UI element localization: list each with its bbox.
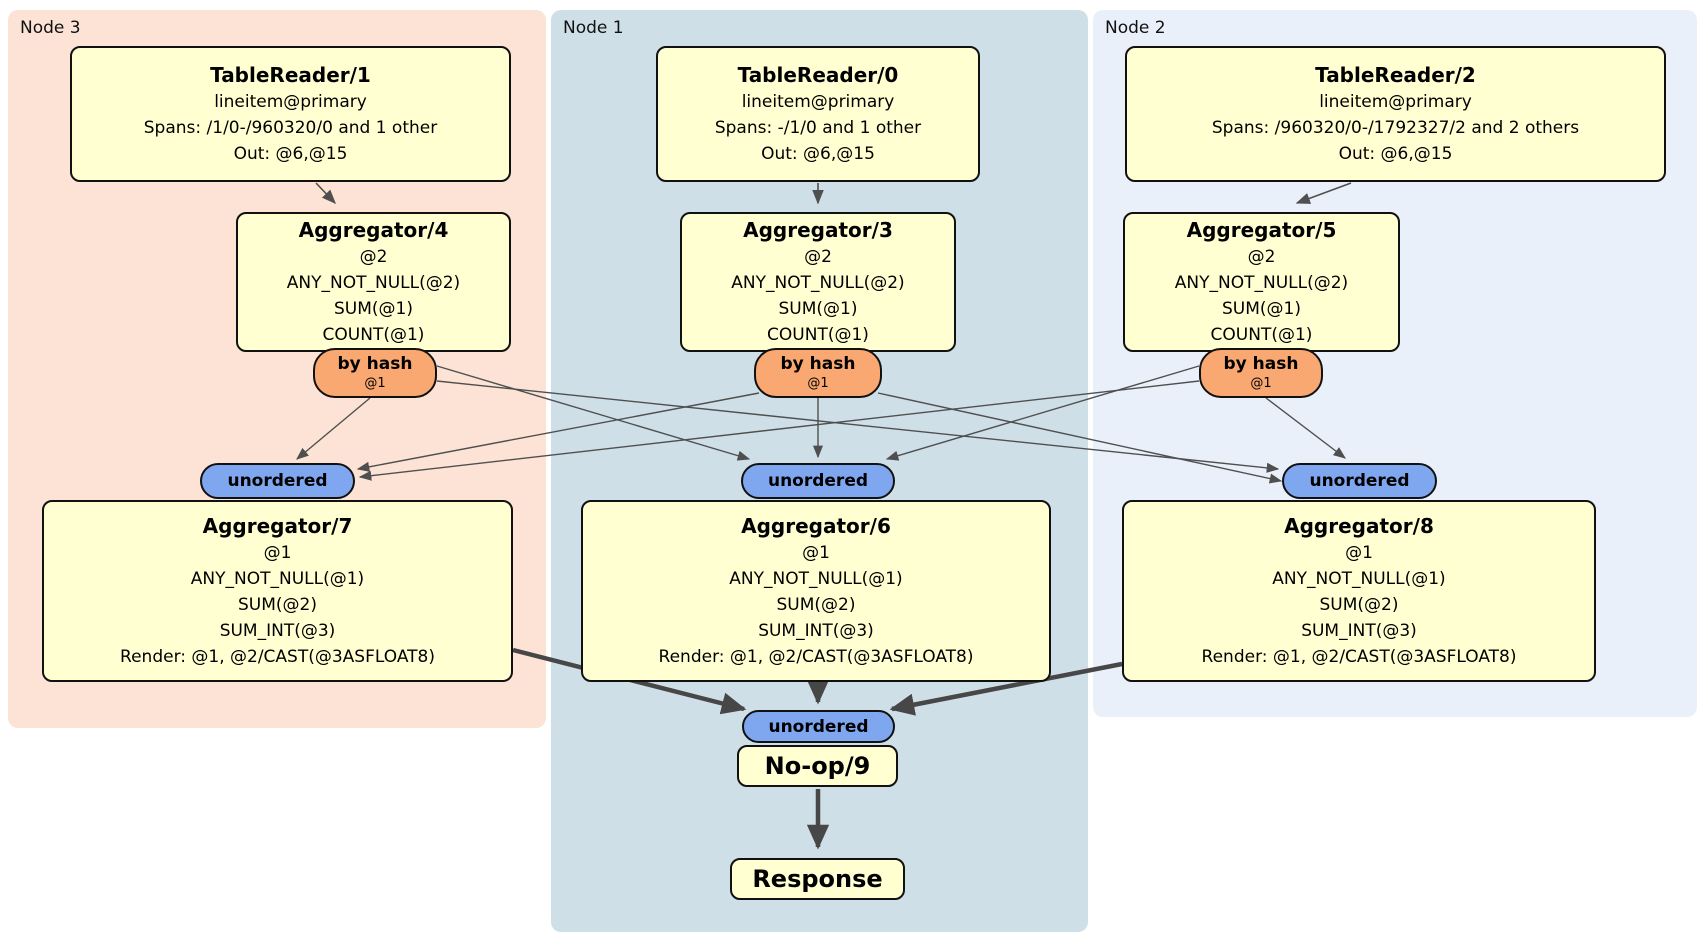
processor-tablereader-1: TableReader/1 lineitem@primary Spans: /1… bbox=[70, 46, 511, 182]
processor-detail: Spans: /960320/0-/1792327/2 and 2 others bbox=[1211, 117, 1580, 138]
processor-detail: Out: @6,@15 bbox=[233, 143, 348, 164]
processor-aggregator-7: Aggregator/7 @1 ANY_NOT_NULL(@1) SUM(@2)… bbox=[42, 500, 513, 682]
sync-unordered-middle: unordered bbox=[741, 463, 895, 499]
processor-detail: @2 bbox=[804, 246, 832, 267]
processor-detail: lineitem@primary bbox=[1319, 91, 1472, 112]
processor-detail: @1 bbox=[263, 542, 292, 563]
router-key: @1 bbox=[364, 376, 386, 391]
processor-title: Aggregator/7 bbox=[202, 513, 353, 538]
processor-detail: SUM(@1) bbox=[1222, 298, 1301, 319]
sync-unordered-left: unordered bbox=[200, 463, 355, 499]
processor-aggregator-3: Aggregator/3 @2 ANY_NOT_NULL(@2) SUM(@1)… bbox=[680, 212, 956, 352]
processor-title: Aggregator/5 bbox=[1186, 217, 1337, 242]
processor-title: Aggregator/6 bbox=[741, 513, 891, 538]
processor-detail: ANY_NOT_NULL(@1) bbox=[1272, 568, 1446, 589]
processor-detail: Render: @1, @2/CAST(@3ASFLOAT8) bbox=[120, 646, 435, 667]
processor-detail: SUM_INT(@3) bbox=[758, 620, 874, 641]
processor-detail: ANY_NOT_NULL(@2) bbox=[731, 272, 905, 293]
processor-title: No-op/9 bbox=[764, 752, 871, 780]
processor-aggregator-6: Aggregator/6 @1 ANY_NOT_NULL(@1) SUM(@2)… bbox=[581, 500, 1051, 682]
node-label-2: Node 2 bbox=[1105, 18, 1166, 38]
processor-detail: lineitem@primary bbox=[214, 91, 367, 112]
processor-noop-9: No-op/9 bbox=[737, 745, 898, 787]
router-by-hash-middle: by hash @1 bbox=[754, 348, 882, 398]
processor-title: Response bbox=[752, 865, 883, 893]
processor-detail: lineitem@primary bbox=[741, 91, 895, 112]
processor-detail: Spans: -/1/0 and 1 other bbox=[714, 117, 922, 138]
processor-detail: ANY_NOT_NULL(@1) bbox=[729, 568, 903, 589]
processor-title: TableReader/0 bbox=[737, 62, 899, 87]
node-label-1: Node 1 bbox=[563, 18, 624, 38]
processor-detail: SUM(@1) bbox=[778, 298, 858, 319]
processor-detail: @2 bbox=[359, 246, 388, 267]
processor-tablereader-0: TableReader/0 lineitem@primary Spans: -/… bbox=[656, 46, 980, 182]
router-label: by hash bbox=[337, 354, 413, 374]
processor-detail: SUM_INT(@3) bbox=[219, 620, 336, 641]
processor-response: Response bbox=[730, 858, 905, 900]
processor-title: Aggregator/4 bbox=[298, 217, 449, 242]
sync-label: unordered bbox=[227, 471, 328, 491]
processor-title: TableReader/2 bbox=[1315, 62, 1476, 87]
processor-detail: Render: @1, @2/CAST(@3ASFLOAT8) bbox=[1201, 646, 1517, 667]
processor-detail: Out: @6,@15 bbox=[761, 143, 875, 164]
processor-detail: ANY_NOT_NULL(@2) bbox=[1174, 272, 1349, 293]
processor-tablereader-2: TableReader/2 lineitem@primary Spans: /9… bbox=[1125, 46, 1666, 182]
router-key: @1 bbox=[1250, 376, 1272, 391]
processor-detail: Spans: /1/0-/960320/0 and 1 other bbox=[143, 117, 438, 138]
processor-detail: COUNT(@1) bbox=[1210, 324, 1313, 345]
router-label: by hash bbox=[1223, 354, 1299, 374]
sync-label: unordered bbox=[767, 471, 869, 491]
processor-detail: SUM(@2) bbox=[1319, 594, 1399, 615]
router-by-hash-left: by hash @1 bbox=[313, 348, 437, 398]
processor-detail: SUM(@2) bbox=[238, 594, 317, 615]
processor-title: Aggregator/8 bbox=[1284, 513, 1434, 538]
sync-unordered-final: unordered bbox=[742, 710, 895, 743]
processor-detail: ANY_NOT_NULL(@2) bbox=[286, 272, 461, 293]
processor-aggregator-8: Aggregator/8 @1 ANY_NOT_NULL(@1) SUM(@2)… bbox=[1122, 500, 1596, 682]
router-by-hash-right: by hash @1 bbox=[1199, 348, 1323, 398]
processor-detail: @1 bbox=[1345, 542, 1373, 563]
processor-detail: Out: @6,@15 bbox=[1338, 143, 1453, 164]
router-key: @1 bbox=[807, 376, 829, 391]
processor-aggregator-5: Aggregator/5 @2 ANY_NOT_NULL(@2) SUM(@1)… bbox=[1123, 212, 1400, 352]
node-label-3: Node 3 bbox=[20, 18, 81, 38]
processor-detail: @2 bbox=[1247, 246, 1276, 267]
sync-unordered-right: unordered bbox=[1282, 463, 1437, 499]
processor-detail: SUM(@1) bbox=[334, 298, 413, 319]
processor-detail: COUNT(@1) bbox=[767, 324, 869, 345]
processor-detail: ANY_NOT_NULL(@1) bbox=[190, 568, 365, 589]
processor-aggregator-4: Aggregator/4 @2 ANY_NOT_NULL(@2) SUM(@1)… bbox=[236, 212, 511, 352]
sync-label: unordered bbox=[1309, 471, 1410, 491]
processor-detail: COUNT(@1) bbox=[322, 324, 425, 345]
processor-detail: SUM_INT(@3) bbox=[1301, 620, 1417, 641]
router-label: by hash bbox=[780, 354, 856, 374]
sync-label: unordered bbox=[768, 716, 869, 737]
processor-detail: Render: @1, @2/CAST(@3ASFLOAT8) bbox=[658, 646, 974, 667]
processor-detail: @1 bbox=[802, 542, 830, 563]
processor-detail: SUM(@2) bbox=[776, 594, 856, 615]
processor-title: Aggregator/3 bbox=[743, 217, 893, 242]
processor-title: TableReader/1 bbox=[210, 62, 371, 87]
